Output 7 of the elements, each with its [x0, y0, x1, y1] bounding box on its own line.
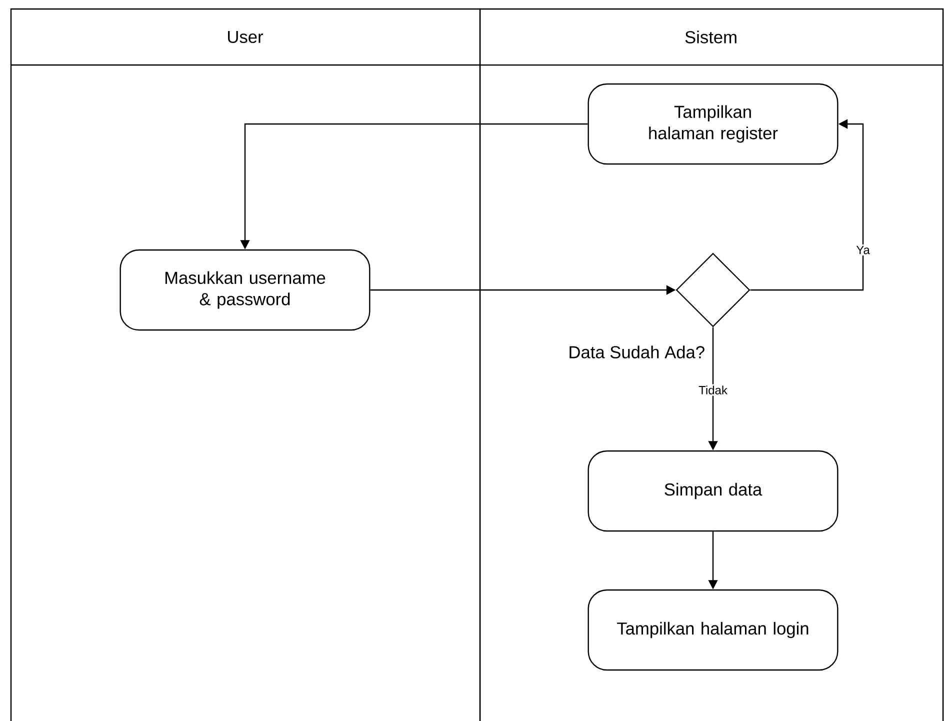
process-box: Masukkan username & password [120, 249, 370, 331]
process-box: Tampilkan halaman login [588, 589, 838, 671]
process-box: Tampilkan halaman register [588, 83, 838, 165]
edge-label: Tidak [697, 384, 729, 396]
process-box: Simpan data [588, 450, 838, 532]
node-label: Data Sudah Ada? [570, 346, 704, 358]
edge-label: Ya [854, 244, 872, 256]
